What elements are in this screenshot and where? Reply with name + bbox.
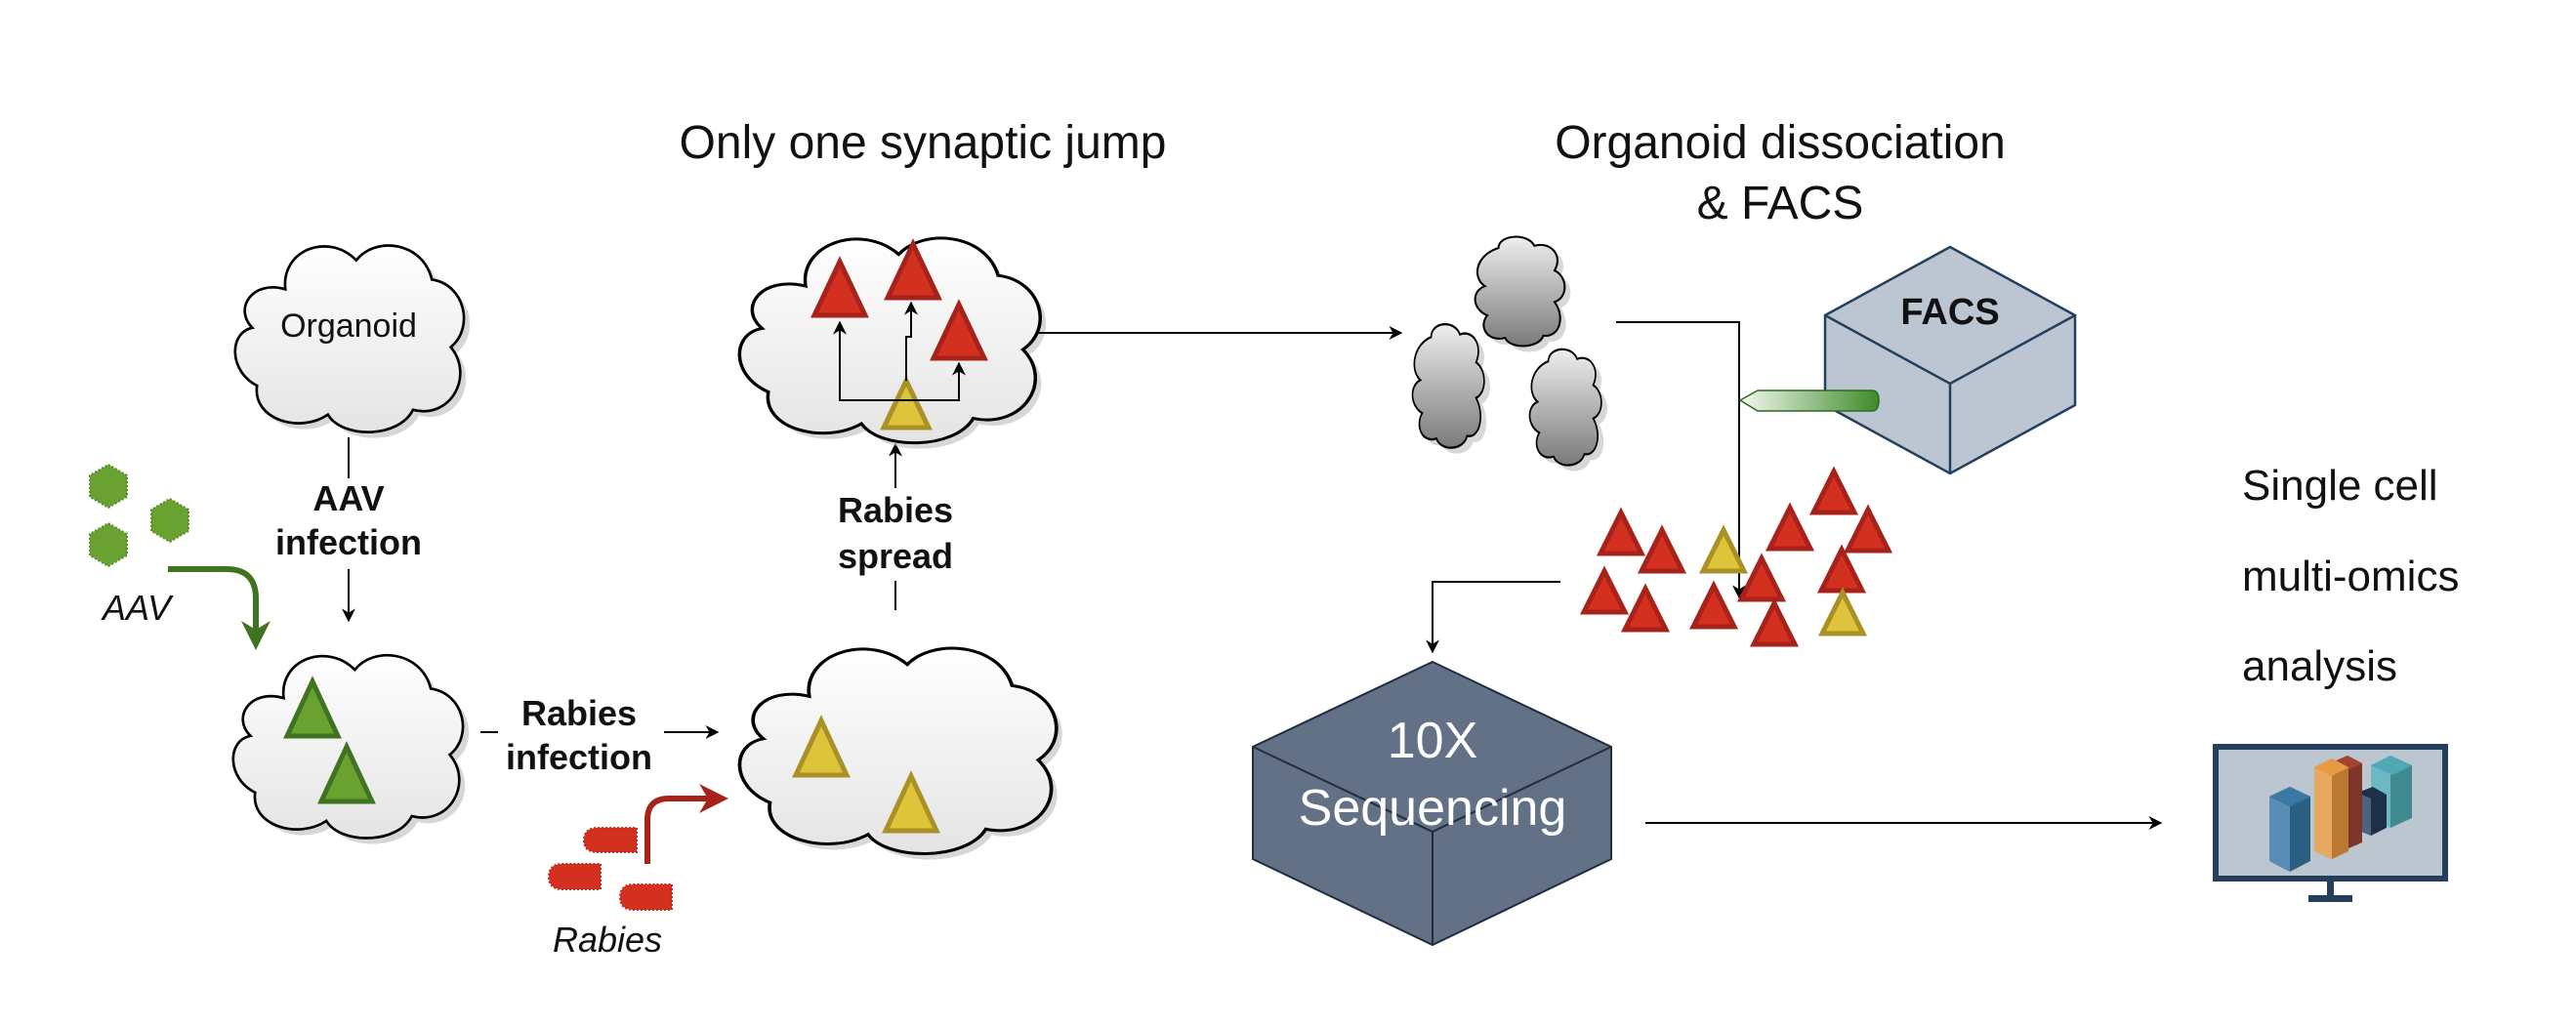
aav-infection-label-line1: AAV	[312, 478, 384, 518]
rabies-spread-label-line1: Rabies	[838, 490, 953, 530]
green-cell-triangle	[283, 676, 342, 739]
rabies-particles	[547, 827, 673, 911]
rabies-virion-icon	[547, 863, 602, 890]
facs-label: FACS	[1900, 292, 1999, 333]
aav-hexagon-icon	[89, 521, 128, 568]
red-cell-triangle	[1620, 583, 1671, 633]
yellow-cell-triangle	[792, 715, 851, 778]
red-cell-triangle	[810, 256, 869, 318]
aav-infected-cloud	[231, 653, 470, 844]
red-cell-triangle	[1596, 507, 1646, 556]
dissociated-clouds	[1411, 235, 1607, 472]
red-cell-triangle	[1736, 553, 1787, 602]
rabies-virion-icon	[582, 827, 638, 853]
yellow-cell-triangle	[880, 375, 933, 430]
title-synaptic-jump: Only one synaptic jump	[680, 117, 1167, 169]
title-analysis-line3: analysis	[2242, 642, 2397, 690]
aav-hexagon-icon	[89, 463, 128, 510]
yellow-cell-triangle	[882, 770, 940, 834]
sorted-cells	[1579, 466, 1893, 647]
title-dissociation-line1: Organoid dissociation	[1555, 117, 2006, 169]
spread-arrow-right	[906, 361, 966, 401]
organoid-cloud: Organoid	[233, 244, 471, 438]
aav-infection-label-line2: infection	[275, 522, 422, 562]
facs-machine: FACS	[1738, 245, 2077, 475]
green-cell-triangle	[317, 741, 376, 804]
spread-arrow-left	[833, 320, 906, 401]
red-cell-triangle	[1816, 544, 1867, 594]
pipette-icon	[1738, 390, 1880, 412]
to-sequencing-arrow	[1426, 581, 1560, 654]
red-cell-triangle	[1843, 504, 1893, 554]
red-cell-triangle	[884, 238, 942, 301]
rabies-spread-label-line2: spread	[838, 536, 953, 576]
red-cell-triangle	[1749, 597, 1800, 647]
aav-particles	[89, 463, 189, 568]
rabies-delivery-arrow	[644, 784, 728, 864]
to-sorting-arrow	[1616, 321, 1746, 599]
red-cell-triangle	[1808, 466, 1859, 515]
bar-chart-icon	[2269, 756, 2412, 872]
title-dissociation-line2: & FACS	[1697, 178, 1864, 229]
sequencing-machine: 10X Sequencing	[1252, 660, 1612, 947]
rabies-label: Rabies	[553, 920, 662, 960]
title-analysis-line2: multi-omics	[2242, 553, 2459, 600]
sequencing-label-line1: 10X	[1388, 713, 1478, 769]
red-cell-triangle	[1579, 565, 1630, 615]
rabies-virion-icon	[618, 883, 673, 911]
analysis-monitor-icon	[2213, 744, 2448, 902]
title-analysis-line1: Single cell	[2242, 462, 2438, 510]
cell-cloud-left	[1411, 322, 1486, 449]
cell-cloud-top	[1474, 235, 1566, 348]
organoid-label: Organoid	[280, 308, 417, 345]
cell-cloud-right	[1528, 348, 1602, 467]
aav-delivery-arrow	[168, 566, 270, 650]
aav-label: AAV	[101, 588, 174, 628]
red-cell-triangle	[1637, 524, 1687, 574]
yellow-cell-triangle	[1817, 587, 1868, 636]
red-cell-triangle	[1765, 502, 1815, 552]
spread-arrow-middle	[904, 301, 918, 381]
rabies-infected-cloud	[737, 646, 1062, 860]
red-cell-triangle	[930, 299, 988, 361]
rabies-infection-label-line1: Rabies	[521, 693, 637, 733]
rabies-infection-label-line2: infection	[506, 737, 652, 777]
red-cell-triangle	[1688, 580, 1739, 630]
aav-hexagon-icon	[150, 497, 189, 544]
synaptic-cloud	[737, 236, 1047, 449]
sequencing-label-line2: Sequencing	[1299, 780, 1567, 837]
yellow-cell-triangle	[1698, 524, 1749, 574]
